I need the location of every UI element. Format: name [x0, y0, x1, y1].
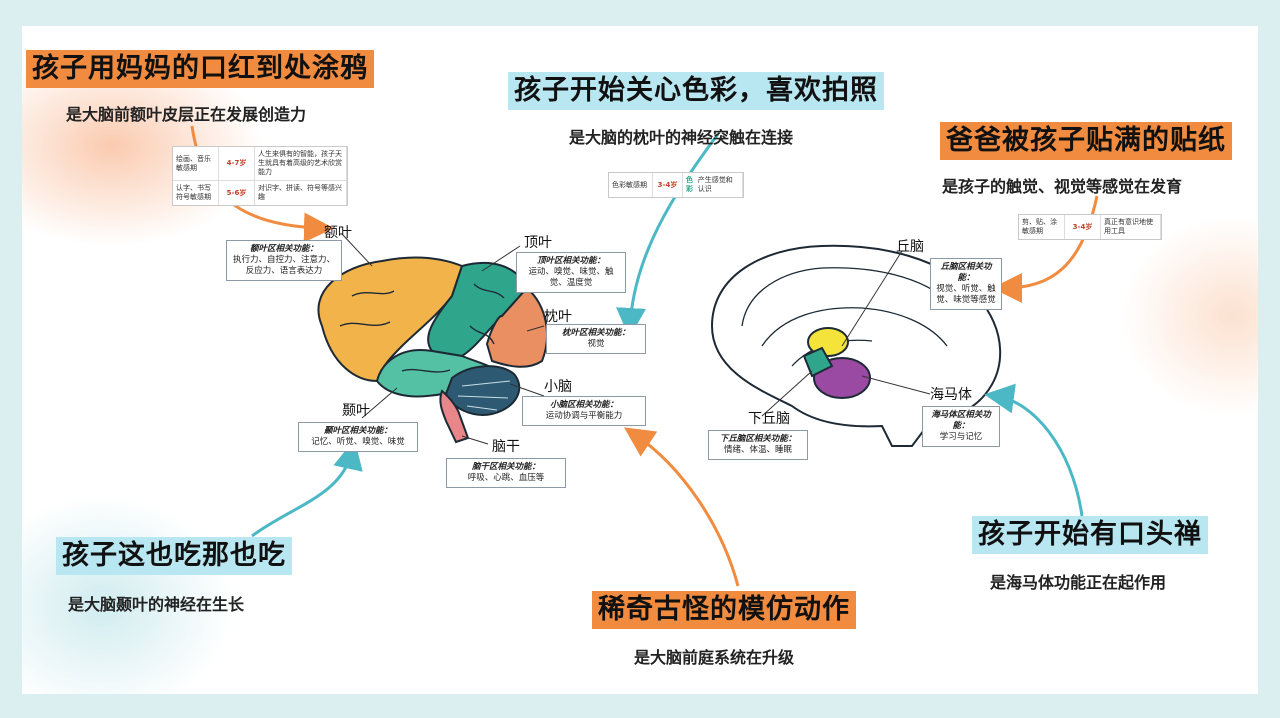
label-parietal: 顶叶	[524, 235, 552, 251]
infographic-card: 孩子用妈妈的口红到处涂鸦 是大脑前额叶皮层正在发展创造力 孩子开始关心色彩，喜欢…	[22, 26, 1258, 694]
fbox-head: 小脑区相关功能：	[549, 400, 618, 410]
cerebellum	[444, 365, 521, 416]
mini-desc: 对识字、拼读、符号等感兴趣	[255, 180, 347, 205]
fbox-text: 运动协调与平衡能力	[545, 411, 623, 421]
title-crayon: 孩子用妈妈的口红到处涂鸦	[26, 50, 374, 88]
fbox-text: 视觉	[587, 339, 605, 349]
fbox-frontal: 额叶区相关功能： 执行力、自控力、注意力、反应力、语言表达力	[226, 240, 342, 281]
fbox-text: 记忆、听觉、嗅觉、味觉	[311, 437, 405, 447]
fbox-brainstem: 脑干区相关功能： 呼吸、心跳、血压等	[446, 458, 566, 488]
arrow-imitate	[624, 427, 740, 587]
arrow-sticker	[992, 195, 1099, 303]
fbox-occipital: 枕叶区相关功能： 视觉	[546, 324, 646, 354]
fbox-hippocampus: 海马体区相关功能： 学习与记忆	[922, 406, 1000, 447]
leader-lines	[341, 233, 931, 445]
sub-eat: 是大脑颞叶的神经在生长	[68, 595, 245, 614]
sub-crayon: 是大脑前额叶皮层正在发展创造力	[66, 105, 307, 124]
mini-desc-highlight: 色彩	[686, 176, 693, 193]
mini-age: 3-4岁	[653, 173, 683, 197]
fbox-head: 丘脑区相关功能：	[940, 262, 992, 283]
mini-table-occipital: 色彩敏感期 3-4岁 色彩产生感觉和认识	[608, 172, 744, 198]
parietal-lobe	[427, 262, 529, 358]
arrow-phrase	[984, 383, 1084, 517]
fbox-cerebellum: 小脑区相关功能： 运动协调与平衡能力	[522, 396, 646, 426]
mini-period: 色彩敏感期	[609, 173, 653, 197]
fbox-head: 下丘脑区相关功能：	[719, 434, 797, 444]
fbox-hypothalamus: 下丘脑区相关功能： 情绪、体温、睡眠	[708, 430, 808, 460]
mini-age: 5-6岁	[219, 180, 255, 205]
arrow-eat	[251, 439, 363, 538]
occipital-lobe	[485, 286, 548, 368]
label-hippocampus: 海马体	[930, 387, 972, 403]
fbox-head: 脑干区相关功能：	[471, 462, 540, 472]
mini-table-frontal: 绘画、音乐敏感期 4-7岁 人生来俱有的智能，孩子天生就具有着高级的艺术欣赏能力…	[172, 146, 348, 206]
mini-period: 认字、书写符号敏感期	[173, 180, 219, 205]
title-imitate: 稀奇古怪的模仿动作	[592, 591, 856, 629]
label-hypothalamus: 下丘脑	[748, 411, 790, 427]
diagram-svg	[190, 125, 1099, 587]
title-eat: 孩子这也吃那也吃	[56, 537, 292, 575]
fbox-head: 顶叶区相关功能：	[536, 256, 605, 266]
mini-period: 剪、贴、涂敏感期	[1019, 215, 1065, 239]
label-occipital: 枕叶	[544, 309, 572, 325]
sub-color: 是大脑的枕叶的神经突触在连接	[569, 128, 794, 147]
mini-desc: 人生来俱有的智能，孩子天生就具有着高级的艺术欣赏能力	[255, 147, 347, 180]
mini-table-thalamus: 剪、贴、涂敏感期 3-4岁 真正有意识地使用工具	[1018, 214, 1162, 240]
fbox-head: 额叶区相关功能：	[249, 244, 318, 254]
title-phrase: 孩子开始有口头禅	[972, 516, 1208, 554]
fbox-text: 运动、嗅觉、味觉、触觉、温度觉	[528, 267, 614, 288]
label-temporal: 颞叶	[342, 403, 370, 419]
mini-period: 绘画、音乐敏感期	[173, 147, 219, 180]
arrow-color	[616, 133, 720, 338]
label-brainstem: 脑干	[492, 439, 520, 455]
mini-age: 4-7岁	[219, 147, 255, 180]
mini-desc: 真正有意识地使用工具	[1101, 215, 1161, 239]
lateral-brain	[317, 256, 548, 444]
mini-desc-rest: 产生感觉和认识	[697, 176, 733, 193]
fbox-head: 海马体区相关功能：	[931, 410, 991, 431]
fbox-text: 情绪、体温、睡眠	[723, 445, 792, 455]
sub-imitate: 是大脑前庭系统在升级	[634, 648, 795, 667]
fbox-text: 呼吸、心跳、血压等	[467, 473, 545, 483]
sub-phrase: 是海马体功能正在起作用	[990, 573, 1167, 592]
fbox-temporal: 颞叶区相关功能： 记忆、听觉、嗅觉、味觉	[298, 422, 418, 452]
brainstem	[439, 389, 470, 444]
label-thalamus: 丘脑	[896, 239, 924, 255]
fbox-thalamus: 丘脑区相关功能： 视觉、听觉、触觉、味觉等感觉	[930, 258, 1002, 310]
fbox-text: 学习与记忆	[939, 432, 983, 442]
mini-age: 3-4岁	[1065, 215, 1101, 239]
fbox-text: 视觉、听觉、触觉、味觉等感觉	[936, 284, 996, 305]
fbox-head: 枕叶区相关功能：	[561, 328, 630, 338]
title-sticker: 爸爸被孩子贴满的贴纸	[940, 122, 1232, 160]
fbox-parietal: 顶叶区相关功能： 运动、嗅觉、味觉、触觉、温度觉	[516, 252, 626, 293]
mini-desc: 色彩产生感觉和认识	[683, 173, 743, 197]
sub-sticker: 是孩子的触觉、视觉等感觉在发育	[942, 177, 1183, 196]
title-color: 孩子开始关心色彩，喜欢拍照	[508, 72, 884, 110]
hypothalamus-region	[802, 346, 834, 378]
label-cerebellum: 小脑	[544, 379, 572, 395]
fbox-head: 颞叶区相关功能：	[323, 426, 392, 436]
label-frontal: 额叶	[324, 225, 352, 241]
fbox-text: 执行力、自控力、注意力、反应力、语言表达力	[232, 255, 335, 276]
